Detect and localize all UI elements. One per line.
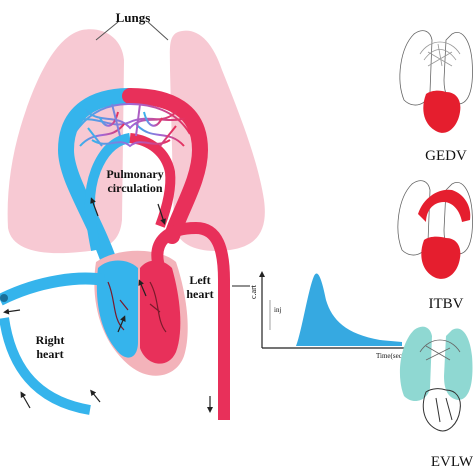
gedv-label: GEDV [425, 148, 467, 164]
pulmonary-loop [57, 88, 209, 278]
panel-evlw: EVLW [399, 326, 474, 470]
flow-arrows [3, 197, 213, 413]
arrow-down-right-icon [157, 203, 166, 225]
curve-area [296, 273, 402, 346]
panel-gedv: GEDV [399, 30, 473, 164]
left-heart-chambers [140, 260, 181, 364]
lungs-label: Lungs [116, 10, 151, 25]
capillary-network [73, 102, 191, 148]
evlw-label: EVLW [431, 454, 474, 470]
pulmonary-vein-tube [122, 88, 209, 244]
itbv-network [418, 189, 471, 222]
gedv-network [419, 41, 461, 67]
right-heart-chambers [96, 260, 138, 358]
dilution-curve: c.art inj Time(sec) [232, 271, 413, 360]
arrow-vein-icon [90, 389, 101, 403]
vena-cava-in [0, 272, 105, 306]
evlw-lungs [399, 326, 473, 402]
evlw-heart [422, 388, 461, 432]
left-heart-label-1: Left [189, 273, 210, 287]
pulmonary-label-2: circulation [107, 181, 162, 195]
pulmonary-label-1: Pulmonary [106, 167, 163, 181]
itbv-heart [421, 236, 461, 279]
arrow-up-left-icon [90, 197, 99, 217]
right-heart-label-1: Right [36, 333, 65, 347]
curve-inj-label: inj [274, 306, 281, 314]
evlw-network [419, 339, 461, 361]
curve-x-label: Time(sec) [376, 352, 405, 360]
systemic-vessels [0, 221, 230, 420]
heart [94, 250, 188, 376]
arrow-left-heart-icon [138, 279, 147, 297]
arrow-systemic-icon [3, 308, 21, 315]
heart-inner-detail [107, 281, 167, 333]
panel-itbv: ITBV [397, 180, 473, 312]
arrow-right-heart-icon [117, 315, 126, 333]
itbv-label: ITBV [429, 296, 464, 312]
right-heart-label-2: heart [36, 347, 63, 361]
arrow-lower-left-icon [20, 391, 31, 409]
aorta-arch [151, 221, 230, 420]
injection-port-icon [0, 294, 8, 302]
left-heart-label-2: heart [186, 287, 213, 301]
vena-cava-lower [0, 317, 91, 415]
lungs-pointer-left [95, 21, 119, 41]
lungs-pointer-right [147, 21, 169, 41]
gedv-heart [423, 90, 461, 133]
curve-y-label: c.art [249, 284, 258, 299]
gedv-lungs-outline [399, 30, 473, 106]
